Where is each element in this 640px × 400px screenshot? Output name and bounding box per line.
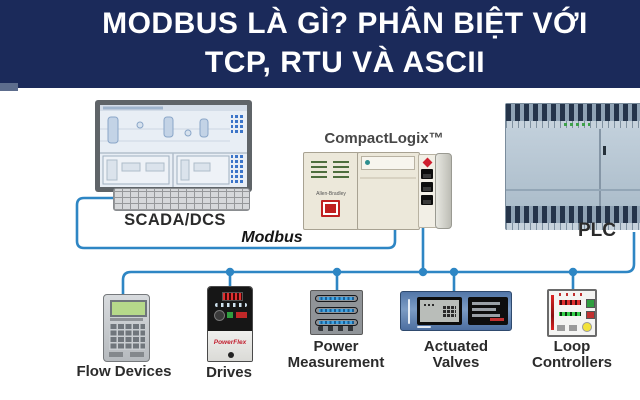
green-digital-display	[557, 310, 583, 318]
red-indicator	[586, 311, 595, 319]
keypad-grid-icon	[442, 305, 456, 318]
module-slot	[361, 156, 415, 170]
wire-junction-dot	[332, 267, 342, 277]
plc-clip	[603, 146, 606, 155]
modbus-label: Modbus	[241, 229, 303, 246]
flow-devices-label: Flow Devices	[76, 363, 172, 380]
title-line-2: TCP, RTU VÀ ASCII	[204, 46, 486, 79]
powerflex-brand-text: PowerFlex	[213, 339, 247, 346]
compactlogix-label: CompactLogix™	[324, 130, 444, 147]
drive-lower-housing: PowerFlex	[208, 331, 252, 361]
drive-led-display	[222, 292, 243, 301]
bargraph-strip	[551, 295, 554, 330]
page-title: MODBUS LÀ GÌ? PHÂN BIỆT VỚI TCP, RTU VÀ …	[50, 4, 640, 82]
screen-red-bar	[490, 318, 504, 321]
loop-controller-image	[547, 289, 597, 337]
ethernet-port-icon	[421, 169, 433, 179]
wire-junction-dot	[418, 267, 428, 277]
drive-keypad-dots	[215, 303, 247, 307]
meter-lcd-row	[315, 307, 358, 314]
allen-bradley-brand-text: Allen-Bradley	[316, 191, 346, 197]
flow-device-screen	[110, 300, 147, 317]
wire-junction-dot	[568, 267, 578, 277]
yellow-button	[582, 322, 592, 332]
power-measurement-label: Power Measurement	[287, 338, 385, 371]
power-meter-image	[310, 290, 363, 335]
ethernet-port-icon	[421, 182, 433, 192]
title-line-1: MODBUS LÀ GÌ? PHÂN BIỆT VỚI	[102, 7, 588, 40]
meter-lcd-row	[315, 319, 358, 326]
brand-diamond-icon	[422, 157, 433, 168]
flow-device-slot	[110, 318, 143, 321]
plc-top-terminals	[506, 104, 640, 121]
flow-device-key	[130, 352, 144, 357]
status-led-column	[311, 158, 327, 178]
status-led-column	[333, 158, 349, 178]
panel-logo-mark	[417, 326, 431, 328]
plc-bottom-terminals	[506, 206, 640, 223]
drive-port	[228, 352, 234, 358]
scada-screen	[100, 105, 247, 187]
plc-module-seam	[599, 129, 601, 206]
plc-device-image	[505, 103, 640, 230]
plc-groove	[506, 189, 640, 191]
drive-device-image: PowerFlex	[207, 286, 253, 362]
module-end-cap	[435, 153, 452, 229]
meter-lcd-row	[315, 295, 358, 302]
screen-dots	[424, 304, 436, 306]
plc-bottom-markings	[506, 223, 640, 230]
flow-device-key	[109, 352, 123, 357]
banner-corner-tab	[0, 83, 18, 91]
indicator-dots	[559, 293, 587, 296]
wire-junction-dot	[449, 267, 459, 277]
drive-dial	[214, 310, 225, 321]
red-digital-display	[557, 298, 583, 307]
compactlogix-io-module	[357, 152, 420, 230]
valve-menu-screen	[468, 297, 508, 325]
compactlogix-cpu-module: Allen-Bradley	[303, 152, 359, 230]
scada-label: SCADA/DCS	[124, 211, 226, 229]
valve-keypad-screen	[417, 297, 462, 325]
plc-status-leds	[564, 123, 590, 126]
meter-buttons	[318, 326, 358, 331]
wire-junction-dot	[225, 267, 235, 277]
module-groove	[360, 177, 416, 179]
panel-slit	[408, 299, 410, 324]
power-led	[365, 160, 370, 165]
plc-label: PLC	[578, 220, 616, 241]
controller-buttons	[557, 325, 579, 331]
flow-device-keypad	[109, 324, 145, 350]
scada-keyboard-image	[113, 188, 250, 211]
actuated-valves-label: Actuated Valves	[423, 338, 489, 371]
allen-bradley-logo	[321, 200, 340, 217]
compactlogix-device-image: Allen-Bradley	[303, 152, 452, 230]
title-banner: MODBUS LÀ GÌ? PHÂN BIỆT VỚI TCP, RTU VÀ …	[0, 0, 640, 91]
scada-monitor-image	[95, 100, 252, 192]
drives-label: Drives	[206, 364, 252, 381]
actuated-valves-image	[400, 291, 512, 331]
green-indicator	[586, 299, 595, 308]
modbus-bus-wire	[121, 232, 636, 295]
flow-device-image	[103, 294, 150, 362]
ethernet-port-icon	[421, 195, 433, 205]
loop-controllers-label: Loop Controllers	[531, 338, 612, 371]
drive-stop-buttons	[236, 312, 247, 318]
drive-control-panel	[208, 287, 252, 331]
drive-start-button	[227, 312, 233, 318]
